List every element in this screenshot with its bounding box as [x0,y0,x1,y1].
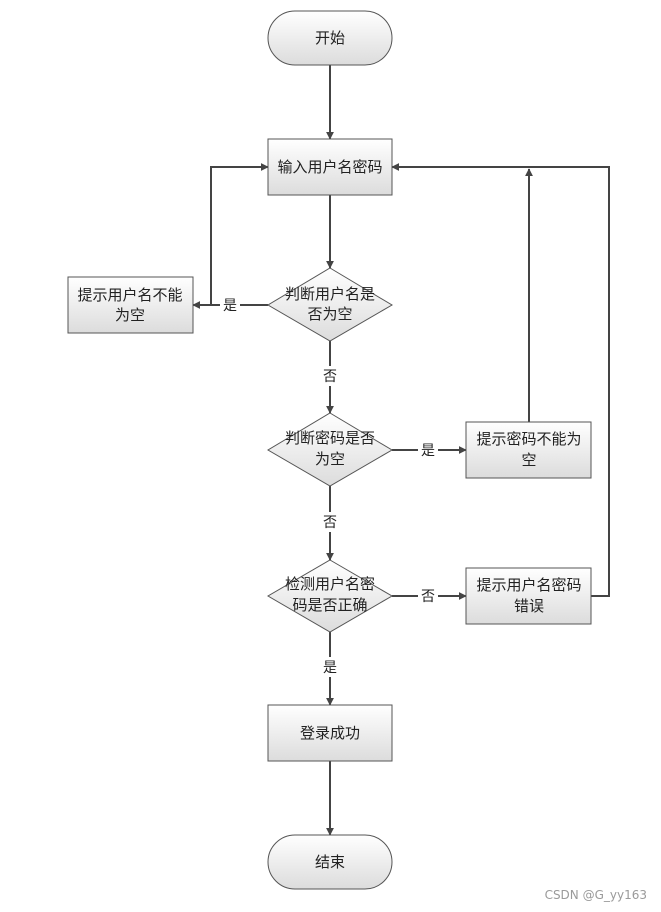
check-user-empty-label-line1: 判断用户名是 [285,285,375,303]
check-user-empty-label-line2: 否为空 [307,305,352,323]
edge-hint-error-back-to-input [391,163,610,597]
node-labels: 开始 输入用户名密码 判断用户名是 否为空 提示用户名不能 为空 判断密码是否 … [77,29,581,871]
check-correct-label-line1: 检测用户名密 [285,575,375,593]
edge-label-correct-no: 否 [421,589,435,605]
input-label: 输入用户名密码 [277,158,382,176]
edge-label-bg [320,657,340,677]
check-correct-decision [267,559,393,633]
login-success-box [267,704,393,762]
edge-label-bg [320,366,340,386]
watermark: CSDN @G_yy163 [545,888,647,902]
hint-pwd-empty-box [465,421,592,479]
nodes [67,10,592,890]
edge-labels: 是 否 是 否 否 是 [220,295,438,677]
end-label: 结束 [315,853,345,871]
edge-label-user-empty-yes: 是 [223,298,237,314]
check-correct-label-line2: 码是否正确 [292,596,367,614]
check-pwd-empty-label-line2: 为空 [315,450,345,468]
check-pwd-empty-label-line1: 判断密码是否 [285,429,375,447]
hint-error-label-line1: 提示用户名密码 [476,576,581,594]
hint-user-empty-box [67,276,194,334]
edge-label-user-empty-no: 否 [323,369,337,385]
start-label: 开始 [315,29,345,47]
hint-pwd-empty-label-line2: 空 [521,451,536,469]
edge-label-bg [320,512,340,532]
login-success-label: 登录成功 [300,724,360,742]
input-process-box [267,138,393,196]
hint-user-empty-label-line1: 提示用户名不能 [77,286,182,304]
check-pwd-empty-decision [267,412,393,487]
edge-hint-user-back-to-input [193,163,269,306]
edge-label-bg [418,440,438,460]
end-terminal [267,834,393,890]
check-user-empty-decision [267,267,393,342]
hint-error-label-line2: 错误 [514,597,544,615]
hint-pwd-empty-label-line1: 提示密码不能为 [476,430,581,448]
edge-label-pwd-empty-no: 否 [323,515,337,531]
edge-label-bg [418,586,438,606]
edge-label-correct-yes: 是 [323,660,337,676]
hint-error-box [465,567,592,625]
edge-label-bg [220,295,240,315]
start-terminal [267,10,393,66]
edge-label-pwd-empty-yes: 是 [421,443,435,459]
hint-user-empty-label-line2: 为空 [115,306,145,324]
